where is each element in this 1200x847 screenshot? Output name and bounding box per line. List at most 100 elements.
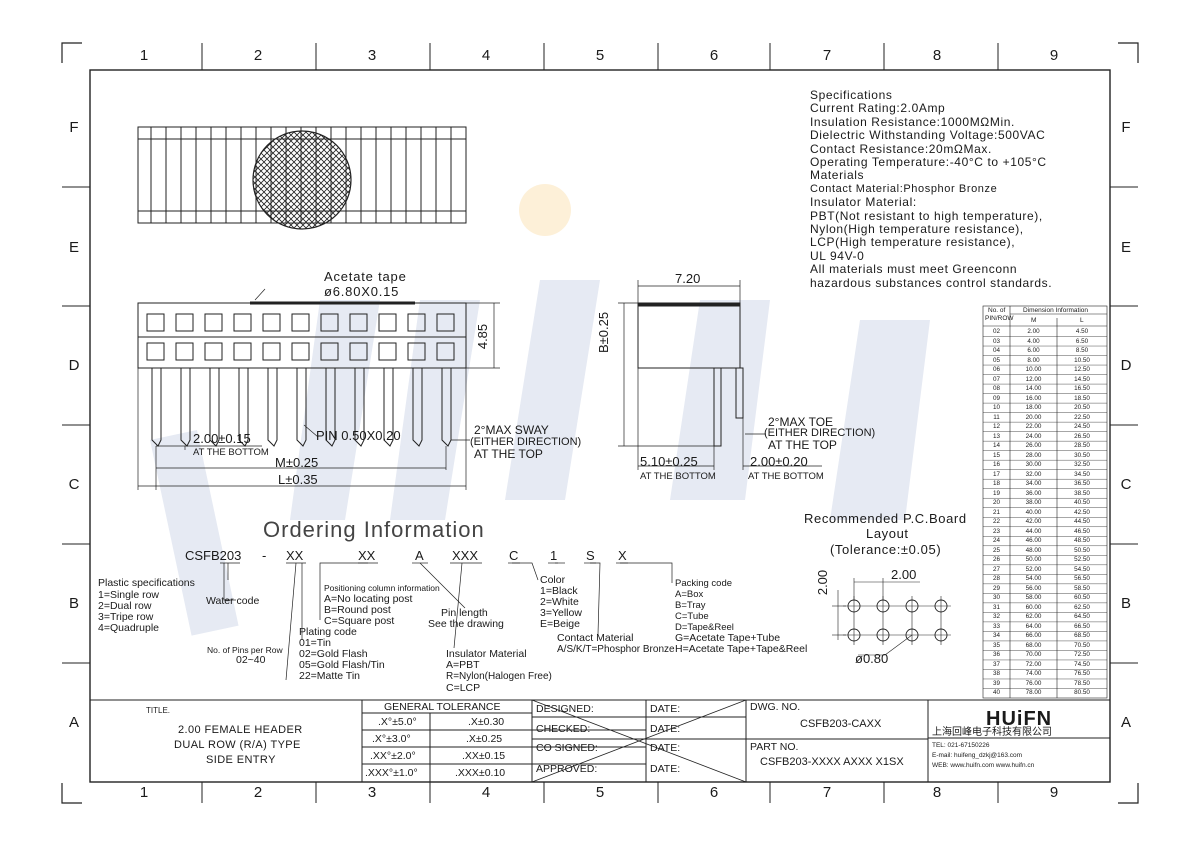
dim-m-cell: 10.00 xyxy=(1025,366,1042,374)
acetate-tape-dim: ø6.80X0.15 xyxy=(324,284,400,299)
dim-m-cell: 28.00 xyxy=(1025,451,1042,459)
packing-line: Packing code xyxy=(675,578,733,589)
pin-count-cell: 16 xyxy=(992,461,1000,469)
m-dim: M±0.25 xyxy=(275,455,319,470)
pin-count-cell: 36 xyxy=(992,651,1000,659)
pin-count-cell: 38 xyxy=(992,670,1000,678)
dim-l-cell: 8.50 xyxy=(1075,347,1089,355)
packing-line: A=Box xyxy=(675,589,704,600)
pin-count-cell: 06 xyxy=(992,366,1000,374)
pin-count-cell: 09 xyxy=(992,394,1000,402)
spec-line: LCP(High temperature resistance), xyxy=(810,235,1016,250)
pin-count-cell: 08 xyxy=(992,385,1000,393)
tolerance-header: GENERAL TOLERANCE xyxy=(384,701,501,713)
column-label-bottom: 4 xyxy=(481,784,491,801)
pin-count-cell: 22 xyxy=(992,518,1000,526)
code-segment: XXX xyxy=(452,548,479,563)
spec-line: Dielectric Withstanding Voltage:500VAC xyxy=(810,128,1046,143)
dim-l-cell: 72.50 xyxy=(1074,651,1090,659)
plastic-spec-line: 2=Dual row xyxy=(98,600,152,612)
insulator-line: A=PBT xyxy=(446,659,480,671)
dim-m-cell: 66.00 xyxy=(1025,632,1042,640)
table-header-pinrow: PIN/ROW xyxy=(985,315,1014,322)
row-label-right: E xyxy=(1120,239,1131,256)
dim-m-cell: 36.00 xyxy=(1025,489,1042,497)
dim-l-cell: 36.50 xyxy=(1074,480,1090,488)
pin-count-cell: 15 xyxy=(992,451,1000,459)
title-label: TITLE. xyxy=(146,706,171,715)
code-segment: S xyxy=(586,548,595,563)
row-label-left: E xyxy=(68,239,79,256)
ordering-leaders xyxy=(220,562,673,681)
dim-l-cell: 24.50 xyxy=(1074,423,1090,431)
spec-line: Specifications xyxy=(810,88,893,102)
signoff-checked: CHECKED: xyxy=(536,723,591,735)
sway-note-1: 2°MAX SWAY xyxy=(474,423,549,437)
part-value: CSFB203-XXXX AXXX X1SX xyxy=(760,756,904,768)
dim-m-cell: 26.00 xyxy=(1025,442,1042,450)
tolerance-angle: .XX°±2.0° xyxy=(370,750,416,762)
pin-count-cell: 40 xyxy=(992,689,1000,697)
spec-line: PBT(Not resistant to high temperature), xyxy=(810,208,1043,223)
signoff-approved: APPROVED: xyxy=(536,763,598,775)
dim-m-cell: 8.00 xyxy=(1027,356,1040,364)
code-segment: X xyxy=(618,548,627,563)
date-label: DATE: xyxy=(650,742,681,754)
pcb-tolerance: (Tolerance:±0.05) xyxy=(830,542,942,557)
dim-l-cell: 40.50 xyxy=(1074,499,1090,507)
dim-l-cell: 38.50 xyxy=(1074,489,1090,497)
row-label-left: C xyxy=(68,476,80,493)
code-segment: CSFB203 xyxy=(185,548,242,563)
pin-count-cell: 05 xyxy=(992,356,1000,364)
water-code: Water code xyxy=(206,595,260,607)
pin-count-cell: 26 xyxy=(992,556,1000,564)
dwg-label: DWG. NO. xyxy=(750,701,801,713)
row-label-left: D xyxy=(68,357,80,374)
side-bottom-note-1: AT THE BOTTOM xyxy=(640,471,716,482)
dim-l-cell: 56.50 xyxy=(1074,575,1090,583)
height-dim: 4.85 xyxy=(475,323,491,350)
dim-m-cell: 40.00 xyxy=(1025,508,1042,516)
pitch-dim: 2.00±0.15 xyxy=(193,431,251,446)
dim-m-cell: 64.00 xyxy=(1025,622,1042,630)
watermark-dot xyxy=(519,184,571,236)
side-width-dim: 7.20 xyxy=(675,271,701,286)
table-header-m: M xyxy=(1031,317,1037,324)
pin-count-cell: 25 xyxy=(992,546,1000,554)
dim-m-cell: 12.00 xyxy=(1025,375,1042,383)
dim-m-cell: 60.00 xyxy=(1025,603,1042,611)
dim-l-cell: 34.50 xyxy=(1074,470,1090,478)
pin-count-cell: 21 xyxy=(992,508,1000,516)
dim-m-cell: 68.00 xyxy=(1025,641,1042,649)
pcb-title-1: Recommended P.C.Board xyxy=(804,511,967,526)
dim-m-cell: 16.00 xyxy=(1025,394,1042,402)
packing-line: D=Tape&Reel xyxy=(675,622,734,633)
spec-line: UL 94V-0 xyxy=(810,248,865,263)
row-label-right: D xyxy=(1120,357,1132,374)
code-segment: - xyxy=(262,548,267,563)
tolerance-linear: .XX±0.15 xyxy=(462,750,506,762)
insulator-line: R=Nylon(Halogen Free) xyxy=(446,671,552,682)
column-label-top: 5 xyxy=(595,47,605,64)
column-label-top: 1 xyxy=(139,47,149,64)
dim-m-cell: 76.00 xyxy=(1025,679,1042,687)
signoff-designed: DESIGNED: xyxy=(536,703,594,715)
dim-m-cell: 62.00 xyxy=(1025,613,1042,621)
column-label-bottom: 6 xyxy=(709,784,719,801)
side-bottom-dim-2: 2.00±0.20 xyxy=(750,454,808,469)
side-b-dim: B±0.25 xyxy=(596,311,612,354)
